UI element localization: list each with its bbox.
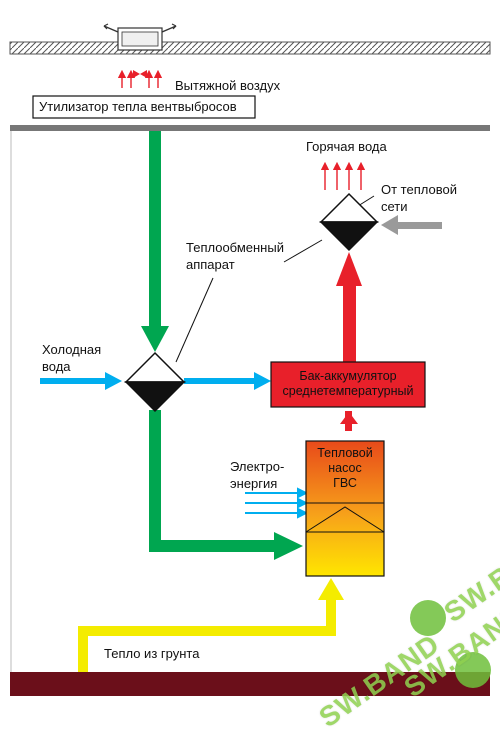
floor-line — [10, 125, 490, 131]
electricity-label: Электро- энергия — [230, 459, 285, 491]
tank-box — [270, 361, 426, 408]
yellow-flow — [78, 578, 344, 672]
hot-water-label: Горячая вода — [306, 139, 387, 154]
heat-pump-label: Тепловой насос ГВС — [317, 446, 373, 490]
hot-water-arrows — [320, 161, 366, 190]
ground-heat-label: Тепло из грунта — [104, 646, 200, 661]
tank-label: Бак-аккумулятор среднетемпературный — [282, 369, 414, 398]
watermark-logo-icon — [410, 600, 446, 636]
green-arrow-head-right — [274, 532, 303, 560]
heat-recovery-diagram — [9, 23, 491, 696]
heat-pump — [305, 440, 385, 577]
heat-network-arrow — [381, 215, 442, 235]
green-flow — [141, 131, 303, 560]
roof-slab — [9, 41, 491, 55]
blue-flow — [40, 372, 271, 390]
red-arrow-head-up — [336, 252, 362, 286]
cold-water-label: Холодная вода — [42, 342, 102, 374]
heat-exchanger-upper — [319, 192, 379, 252]
blue-arrow-head-1 — [105, 372, 122, 390]
recuperator-box — [32, 95, 256, 119]
ground-strip — [10, 672, 490, 696]
electricity-arrows — [245, 487, 309, 519]
exhaust-air-arrows — [117, 69, 163, 88]
leader-lines — [175, 195, 375, 363]
heat-exchanger-lower — [124, 351, 186, 413]
heat-network-label: От тепловой сети — [381, 182, 457, 214]
recuperator-label: Утилизатор тепла вентвыбросов — [39, 99, 237, 114]
yellow-arrow-head-up — [318, 578, 344, 600]
blue-arrow-head-2 — [254, 372, 271, 390]
red-arrow-head-small — [340, 412, 358, 424]
exhaust-fan-rotor-icon — [133, 70, 147, 78]
roof-fan-icon — [103, 23, 177, 51]
heat-exchanger-label: Теплообменный аппарат — [186, 240, 284, 272]
watermark-logo-icon-2 — [455, 652, 491, 688]
exhaust-air-label: Вытяжной воздух — [175, 78, 281, 93]
green-arrow-head-down — [141, 326, 169, 352]
red-flow — [336, 252, 362, 431]
